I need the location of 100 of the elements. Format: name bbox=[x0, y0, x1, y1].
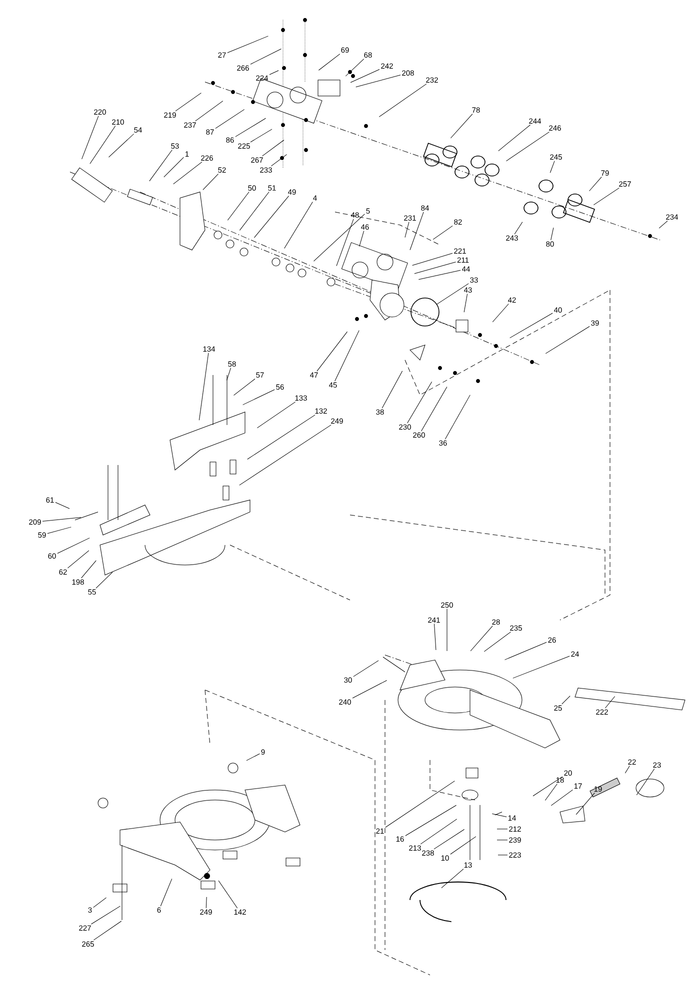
leader-line bbox=[206, 896, 207, 908]
leader-line bbox=[42, 517, 82, 522]
leader-line bbox=[242, 389, 275, 406]
leader-line bbox=[218, 880, 238, 908]
leader-line bbox=[164, 157, 184, 178]
leader-line bbox=[226, 368, 231, 381]
leader-line bbox=[484, 632, 511, 652]
leader-line bbox=[250, 48, 282, 64]
leader-line bbox=[215, 109, 245, 129]
leader-line bbox=[434, 624, 436, 650]
leader-line bbox=[227, 36, 268, 54]
leader-line bbox=[235, 118, 266, 137]
leader-line bbox=[96, 572, 113, 588]
leader-line bbox=[446, 608, 448, 652]
leader-line bbox=[545, 326, 590, 354]
leader-line bbox=[418, 270, 461, 280]
leader-line bbox=[510, 312, 553, 338]
leader-line bbox=[550, 228, 554, 240]
leader-line bbox=[345, 58, 364, 76]
leader-line bbox=[550, 790, 573, 806]
leader-line bbox=[247, 414, 316, 460]
leader-line bbox=[658, 220, 668, 228]
leader-line bbox=[246, 753, 260, 761]
leader-line bbox=[67, 550, 90, 568]
leader-line bbox=[254, 196, 290, 238]
leader-line bbox=[405, 804, 457, 836]
leader-line bbox=[269, 70, 279, 75]
leader-line bbox=[492, 814, 507, 818]
leader-line bbox=[356, 74, 401, 88]
leader-line bbox=[576, 792, 595, 815]
leader-line bbox=[470, 626, 493, 652]
leader-line bbox=[149, 150, 172, 182]
leader-line bbox=[353, 660, 379, 677]
leader-line bbox=[593, 188, 620, 206]
leader-line bbox=[385, 780, 455, 828]
leader-line bbox=[410, 212, 424, 250]
leader-line bbox=[359, 230, 364, 247]
leader-line bbox=[160, 878, 172, 906]
leader-line bbox=[81, 560, 96, 578]
leader-line bbox=[498, 124, 530, 152]
leader-line bbox=[404, 222, 410, 238]
leader-line bbox=[636, 768, 655, 796]
leader-line bbox=[334, 330, 360, 382]
leader-line bbox=[420, 818, 458, 844]
leader-line bbox=[506, 132, 550, 162]
leader-line bbox=[250, 128, 272, 142]
leader-line bbox=[444, 394, 470, 440]
leader-line bbox=[227, 192, 250, 220]
leader-line bbox=[90, 126, 116, 164]
leader-line bbox=[352, 680, 388, 698]
leader-line bbox=[108, 134, 134, 158]
leader-line bbox=[82, 116, 99, 160]
leader-line bbox=[432, 226, 453, 240]
leader-line bbox=[441, 868, 464, 888]
leader-line bbox=[544, 784, 558, 801]
leader-line bbox=[270, 154, 288, 166]
leader-line bbox=[378, 84, 427, 118]
leader-line bbox=[239, 192, 270, 231]
leader-line bbox=[57, 538, 90, 554]
leader-line bbox=[562, 696, 570, 704]
leader-line bbox=[464, 294, 468, 312]
leader-line bbox=[436, 283, 469, 305]
leader-line bbox=[47, 526, 72, 534]
leader-line bbox=[450, 114, 473, 138]
leader-line bbox=[512, 656, 570, 678]
leader-line bbox=[382, 370, 403, 408]
leader-line bbox=[450, 836, 476, 854]
leader-line bbox=[55, 502, 70, 509]
leader-line bbox=[414, 262, 456, 274]
leader-line bbox=[262, 140, 284, 156]
leader-line bbox=[90, 906, 121, 924]
leader-line bbox=[316, 331, 348, 372]
leader-line bbox=[239, 424, 332, 486]
leader-line bbox=[504, 642, 547, 660]
leader-line bbox=[336, 218, 354, 266]
leader-line bbox=[412, 253, 453, 266]
leader-line bbox=[318, 54, 340, 70]
leader-line bbox=[589, 176, 602, 192]
leader-line bbox=[407, 382, 432, 424]
leader-line bbox=[492, 304, 509, 322]
leader-line bbox=[198, 352, 209, 420]
leader-line bbox=[421, 386, 448, 432]
leader-line bbox=[93, 920, 122, 940]
leader-line bbox=[434, 829, 465, 850]
leader-line bbox=[195, 100, 224, 122]
leader-line bbox=[256, 402, 296, 428]
leader-line bbox=[234, 378, 256, 396]
leader-line bbox=[173, 162, 202, 184]
leader-line bbox=[624, 766, 630, 774]
leader-line bbox=[498, 854, 508, 856]
leader-line bbox=[175, 92, 202, 112]
leader-line bbox=[314, 214, 365, 262]
leader-line bbox=[202, 174, 218, 190]
leader-line bbox=[550, 160, 555, 173]
leader-line bbox=[496, 828, 508, 830]
leader-line bbox=[350, 69, 380, 83]
leader-line bbox=[514, 222, 523, 234]
leader-line bbox=[284, 202, 313, 249]
leader-line bbox=[604, 696, 616, 708]
leader-line bbox=[93, 897, 106, 908]
